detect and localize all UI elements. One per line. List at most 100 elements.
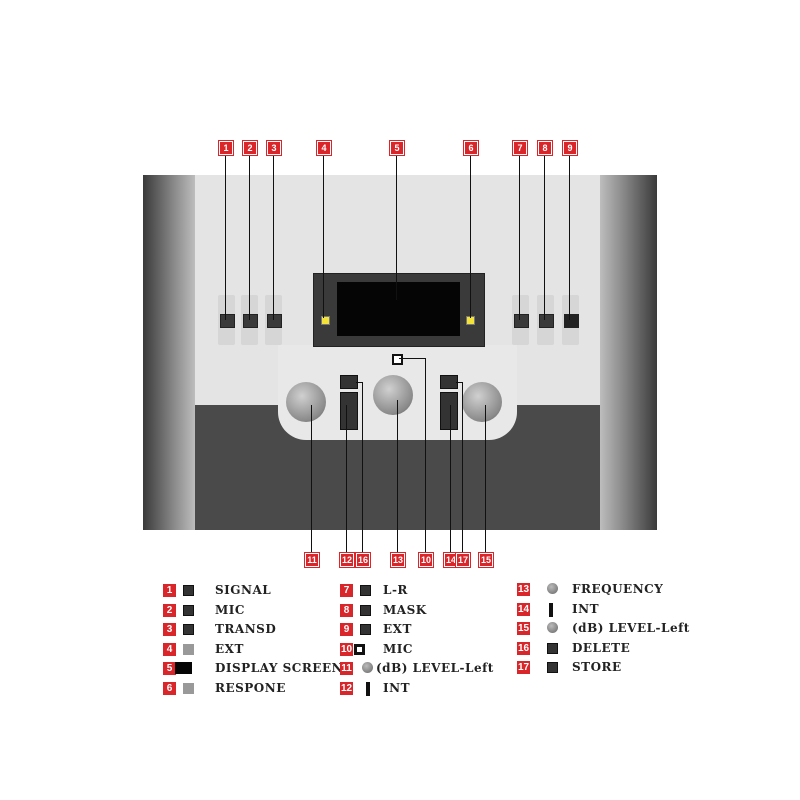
callout-9: 9 [562, 140, 578, 156]
legend-label: SIGNAL [215, 583, 272, 597]
transd-button-cap [267, 314, 282, 328]
gray-led-icon [183, 643, 194, 655]
legend-label: INT [383, 681, 411, 695]
knob-icon [547, 583, 558, 594]
callout-4: 4 [316, 140, 332, 156]
callout-16: 16 [355, 552, 371, 568]
level-left-knob[interactable] [286, 382, 326, 422]
callout-line [569, 153, 570, 320]
mic-button-cap [243, 314, 258, 328]
legend-number: 11 [340, 662, 353, 676]
frequency-knob[interactable] [373, 375, 413, 415]
legend-number: 16 [517, 641, 530, 655]
legend-number: 8 [340, 603, 353, 617]
dark-button-icon [360, 604, 371, 616]
right-pillar [600, 175, 657, 530]
dark-button-icon [360, 585, 371, 596]
ext-button[interactable] [562, 295, 579, 345]
dark-button-icon [183, 604, 194, 616]
legend-label: RESPONE [215, 681, 286, 695]
knob-icon [547, 622, 558, 634]
dark-button-icon [183, 624, 194, 636]
callout-line [362, 382, 363, 553]
legend-number: 9 [340, 623, 353, 637]
dark-button-icon [360, 624, 371, 636]
mic-jack-icon [354, 643, 365, 655]
callout-11: 11 [304, 552, 320, 568]
callout-8: 8 [537, 140, 553, 156]
int-right-slider[interactable] [440, 392, 458, 430]
legend-number: 6 [163, 682, 176, 695]
legend-label: EXT [383, 622, 412, 637]
display-screen-icon [175, 662, 192, 675]
signal-button-cap [220, 314, 235, 328]
mic-button[interactable] [241, 295, 258, 345]
dark-button-icon [183, 585, 194, 596]
legend-number: 7 [340, 584, 353, 597]
legend-label: L-R [383, 583, 408, 597]
display-screen[interactable] [337, 282, 460, 336]
signal-button[interactable] [218, 295, 235, 345]
legend-label: DISPLAY SCREEN [215, 661, 344, 676]
legend-label: INT [572, 601, 600, 616]
callout-13: 13 [390, 552, 406, 568]
callout-line [450, 405, 451, 553]
legend-label: MIC [383, 641, 413, 656]
callout-3: 3 [266, 140, 282, 156]
callout-1: 1 [218, 140, 234, 156]
callout-line [225, 153, 226, 320]
callout-15: 15 [478, 552, 494, 568]
left-pillar [143, 175, 195, 530]
dark-button-icon [547, 662, 558, 674]
transd-button[interactable] [265, 295, 282, 345]
legend-label: DELETE [572, 640, 631, 655]
callout-line [396, 153, 397, 300]
ext-button-cap [564, 314, 579, 328]
callout-line [470, 153, 471, 318]
legend-label: STORE [572, 660, 622, 675]
slider-icon [366, 682, 370, 696]
callout-line [519, 153, 520, 320]
callout-14: 14 [443, 552, 459, 568]
legend-number: 4 [163, 642, 176, 656]
callout-line [399, 358, 425, 359]
callout-5: 5 [389, 140, 405, 156]
legend-label: MIC [215, 602, 245, 617]
callout-line [397, 400, 398, 553]
legend-label: TRANSD [215, 622, 277, 637]
legend-number: 13 [517, 583, 530, 596]
callout-line [462, 382, 463, 553]
callout-line [485, 405, 486, 553]
callout-line [356, 382, 362, 383]
knob-icon [362, 662, 373, 674]
callout-line [544, 153, 545, 320]
legend-label: FREQUENCY [572, 582, 664, 596]
lr-button[interactable] [512, 295, 529, 345]
mic-jack[interactable] [392, 354, 403, 365]
int-left-slider[interactable] [340, 392, 358, 430]
lr-button-cap [514, 314, 529, 328]
legend-number: 15 [517, 622, 530, 636]
callout-line [323, 153, 324, 318]
callout-line [249, 153, 250, 320]
legend-label: (dB) LEVEL-Left [572, 621, 690, 636]
callout-line [346, 405, 347, 553]
callout-17: 17 [455, 552, 471, 568]
legend-number: 12 [340, 682, 353, 695]
slider-icon [549, 602, 553, 617]
mask-button-cap [539, 314, 554, 328]
callout-7: 7 [512, 140, 528, 156]
legend-number: 2 [163, 603, 176, 617]
legend-number: 17 [517, 661, 530, 675]
callout-6: 6 [463, 140, 479, 156]
callout-line [456, 382, 462, 383]
legend-number: 5 [163, 662, 176, 676]
callout-line [311, 405, 312, 553]
level-right-knob[interactable] [462, 382, 502, 422]
gray-led-icon [183, 683, 194, 694]
legend-number: 14 [517, 602, 530, 616]
legend-label: EXT [215, 641, 244, 656]
callout-2: 2 [242, 140, 258, 156]
mask-button[interactable] [537, 295, 554, 345]
callout-10: 10 [418, 552, 434, 568]
